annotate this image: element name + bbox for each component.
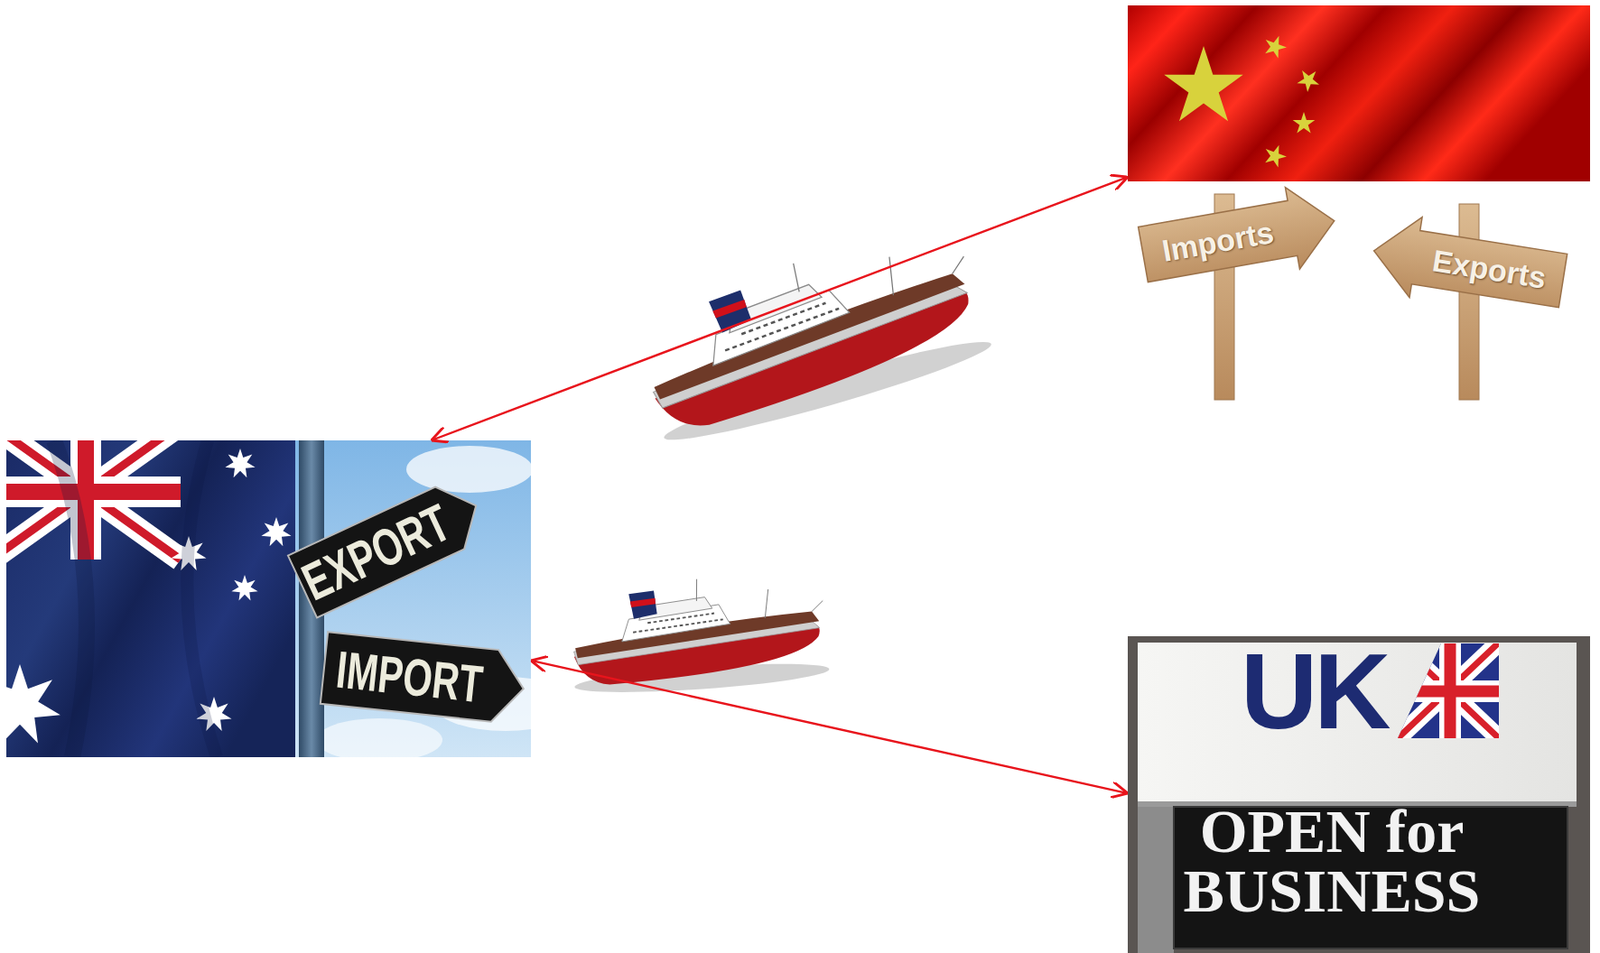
cloth-fold (186, 440, 217, 758)
union-flag (1390, 636, 1508, 745)
flag-star (1293, 111, 1316, 134)
frame-side (1137, 807, 1174, 953)
sign-text: IMPORT (320, 632, 499, 722)
logo-text: UK (1240, 638, 1422, 747)
flag-saltire (6, 440, 181, 560)
sign-text: EXPORT (288, 486, 465, 618)
flag-cross (6, 440, 181, 560)
sign-text: Imports (1138, 200, 1298, 282)
sign-frame (1127, 636, 1591, 953)
sign-board (320, 632, 528, 726)
country-panel: UK OPEN for BUSINESS (1127, 636, 1591, 953)
flag-cross (1390, 636, 1508, 745)
china-flag (1127, 5, 1591, 182)
australia-flag (6, 440, 296, 758)
exports-sign (1367, 210, 1570, 321)
imports-sign (1135, 179, 1342, 296)
flag-star (260, 517, 291, 547)
flag-star (1261, 141, 1290, 170)
flag-cross (6, 440, 181, 560)
flag-star (1163, 46, 1243, 121)
country-panel: Imports Exports (1127, 5, 1591, 400)
cloth-fold (54, 440, 87, 758)
cloud (316, 718, 443, 758)
import-sign (320, 632, 528, 726)
flag-star (231, 575, 258, 602)
sign-post (1459, 204, 1480, 400)
slogan-text: OPEN for BUSINESS (1169, 801, 1495, 929)
flag-star (1293, 64, 1325, 95)
cloud (406, 446, 531, 494)
cargo-ship (627, 217, 996, 453)
flag-star (1261, 32, 1290, 61)
cargo-ship (567, 570, 831, 698)
flag-cross (1390, 636, 1508, 745)
export-sign (288, 474, 491, 618)
sign-text: Exports (1411, 231, 1567, 308)
flag-star (224, 448, 255, 478)
sign-board (288, 474, 491, 618)
wood-arrow (1135, 179, 1342, 296)
flag-saltire (6, 440, 181, 560)
wood-arrow (1367, 210, 1570, 321)
commonwealth-star (6, 664, 61, 744)
flag-field (1390, 636, 1508, 745)
country-panel: EXPORT IMPORT (6, 440, 531, 758)
trade-arrow (431, 176, 1128, 441)
trade-arrow (530, 660, 1128, 794)
